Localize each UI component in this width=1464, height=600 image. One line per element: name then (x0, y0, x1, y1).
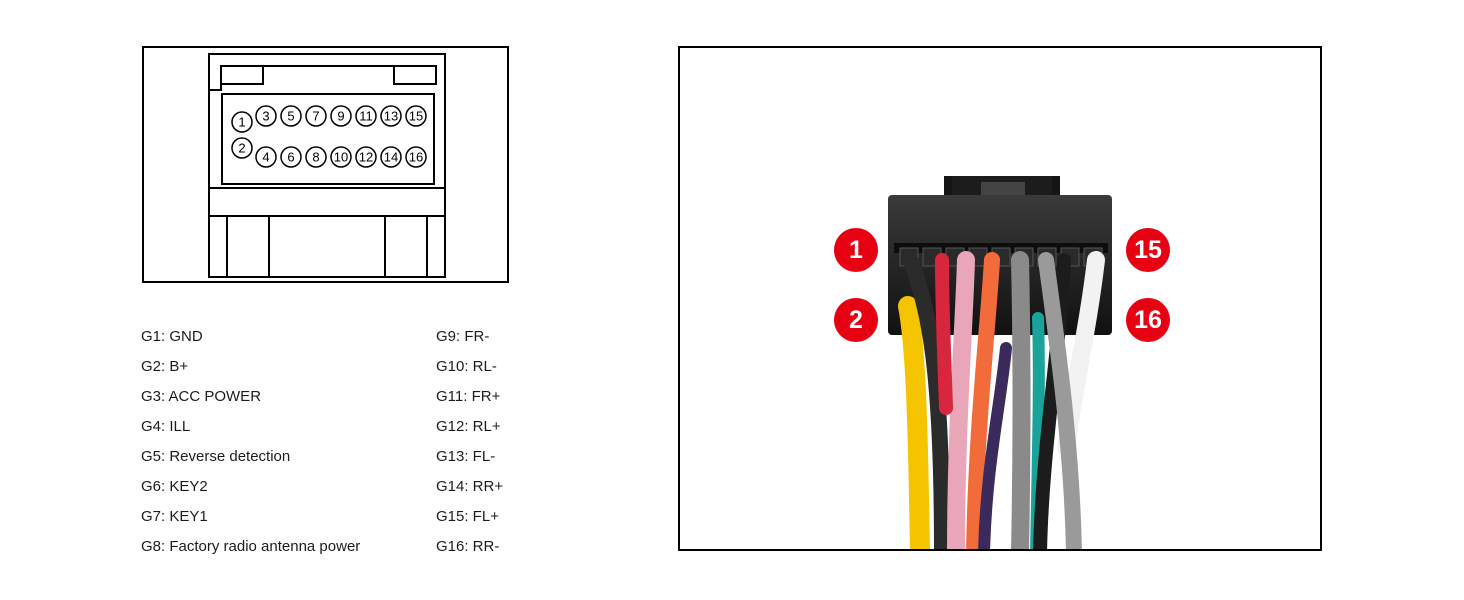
pin-1-circle: 1 (231, 111, 253, 133)
wire (947, 251, 975, 549)
pin-label-g5: G5: Reverse detection (141, 448, 291, 465)
wire (935, 253, 953, 415)
svg-text:16: 16 (409, 150, 423, 165)
pin-label-g11: G11: FR+ (436, 388, 501, 405)
pin-label-g9: G9: FR- (436, 328, 490, 345)
svg-text:11: 11 (359, 109, 373, 124)
pin-12-circle: 12 (355, 146, 377, 168)
pin-7-circle: 7 (305, 105, 327, 127)
pin-6-circle: 6 (280, 146, 302, 168)
pin-label-g15: G15: FL+ (436, 508, 499, 525)
pin-2-badge: 2 (834, 298, 878, 342)
pin-14-circle: 14 (380, 146, 402, 168)
svg-text:14: 14 (384, 150, 398, 165)
pin-16-badge: 16 (1126, 298, 1170, 342)
pin-15-badge: 15 (1126, 228, 1170, 272)
pin-label-g2: G2: B+ (141, 358, 189, 375)
pin-label-g8: G8: Factory radio antenna power (141, 538, 361, 555)
svg-text:12: 12 (359, 150, 373, 165)
pin-1-badge: 1 (834, 228, 878, 272)
pin-8-circle: 8 (305, 146, 327, 168)
svg-text:9: 9 (337, 109, 344, 124)
svg-text:15: 15 (409, 109, 423, 124)
svg-text:13: 13 (384, 109, 398, 124)
pin-13-circle: 13 (380, 105, 402, 127)
pin-label-g6: G6: KEY2 (141, 478, 208, 495)
svg-text:6: 6 (287, 150, 294, 165)
pin-label-g10: G10: RL- (436, 358, 497, 375)
svg-text:5: 5 (287, 109, 294, 124)
svg-text:7: 7 (312, 109, 319, 124)
pin-assignment-list: G1: GND G2: B+ G3: ACC POWER G4: ILL G5:… (141, 320, 541, 570)
pin-9-circle: 9 (330, 105, 352, 127)
wire (1033, 253, 1071, 549)
svg-text:4: 4 (262, 150, 269, 165)
pin-3-circle: 3 (255, 105, 277, 127)
harness-illustration (888, 176, 1112, 549)
svg-text:2: 2 (238, 141, 245, 156)
pin-4-circle: 4 (255, 146, 277, 168)
pin-label-g1: G1: GND (141, 328, 203, 345)
pin-16-circle: 16 (405, 146, 427, 168)
pin-15-circle: 15 (405, 105, 427, 127)
wire (966, 252, 1000, 549)
pin-label-g4: G4: ILL (141, 418, 191, 435)
svg-text:3: 3 (262, 109, 269, 124)
pin-label-g16: G16: RR- (436, 538, 500, 555)
pin-label-g14: G14: RR+ (436, 478, 504, 495)
wire (1038, 252, 1082, 549)
connector-outline (208, 53, 446, 278)
pin-label-g13: G13: FL- (436, 448, 496, 465)
svg-text:10: 10 (334, 150, 348, 165)
wire (904, 255, 950, 549)
wire (898, 296, 930, 549)
pin-10-circle: 10 (330, 146, 352, 168)
pin-label-g7: G7: KEY1 (141, 508, 208, 525)
pin-cavities (899, 247, 1103, 267)
wire (1011, 251, 1031, 549)
pin-5-circle: 5 (280, 105, 302, 127)
pin-2-circle: 2 (231, 137, 253, 159)
svg-text:1: 1 (238, 115, 245, 130)
wire-bundle (898, 251, 1105, 549)
svg-text:8: 8 (312, 150, 319, 165)
pin-label-g3: G3: ACC POWER (141, 388, 262, 405)
pin-11-circle: 11 (355, 105, 377, 127)
wire (978, 342, 1012, 549)
pin-label-g12: G12: RL+ (436, 418, 501, 435)
connector-photo: 1 2 15 16 (678, 46, 1322, 551)
